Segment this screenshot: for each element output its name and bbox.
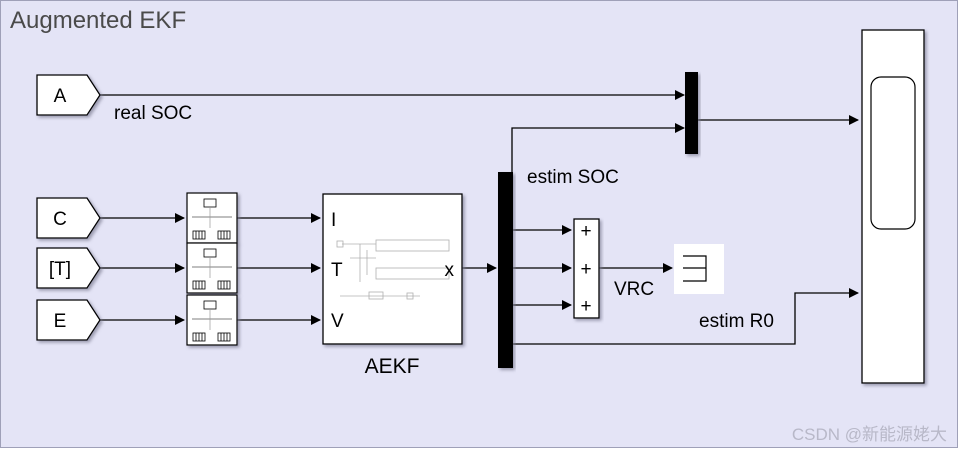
signal-label-estim-soc: estim SOC [527,167,619,188]
line-estim-r0 [513,288,859,345]
from-tag-e[interactable]: E [36,299,101,341]
from-tag-a[interactable]: A [36,74,101,116]
aekf-input-v: V [331,311,344,332]
from-tag-a-label: A [54,86,67,107]
from-tag-t-label: [T] [49,259,71,280]
line-estim-soc [511,123,685,200]
conversion-block-1[interactable] [186,192,238,244]
sum-sign-2: + [580,259,591,280]
from-tag-c-label: C [53,209,67,230]
aekf-subsystem[interactable]: I T V x [322,193,463,345]
scope-block[interactable] [861,29,925,384]
signal-label-vrc: VRC [614,279,654,300]
from-tag-t[interactable]: [T] [36,247,101,289]
sum-sign-3: + [580,296,591,317]
terminator-block[interactable] [674,244,724,294]
watermark: CSDN @新能源姥大 [791,425,947,444]
aekf-block-name: AEKF [365,355,420,378]
signal-lines [100,90,859,345]
subsystem-preview-icon [336,239,450,300]
mux-block[interactable] [685,72,698,154]
signal-label-estim-r0: estim R0 [699,311,774,332]
from-tag-e-label: E [54,311,67,332]
aekf-input-i: I [331,210,336,231]
from-tag-c[interactable]: C [36,197,101,239]
aekf-output-x: x [445,260,455,281]
aekf-input-t: T [331,260,343,281]
conversion-block-2[interactable] [186,242,238,294]
signal-label-real-soc: real SOC [114,103,192,124]
area-title: Augmented EKF [10,7,187,34]
sum-sign-1: + [580,221,591,242]
sum-block[interactable]: + + + [573,218,600,319]
demux-block[interactable] [498,172,513,368]
scope-screen-icon [870,76,916,230]
conversion-block-3[interactable] [186,294,238,346]
